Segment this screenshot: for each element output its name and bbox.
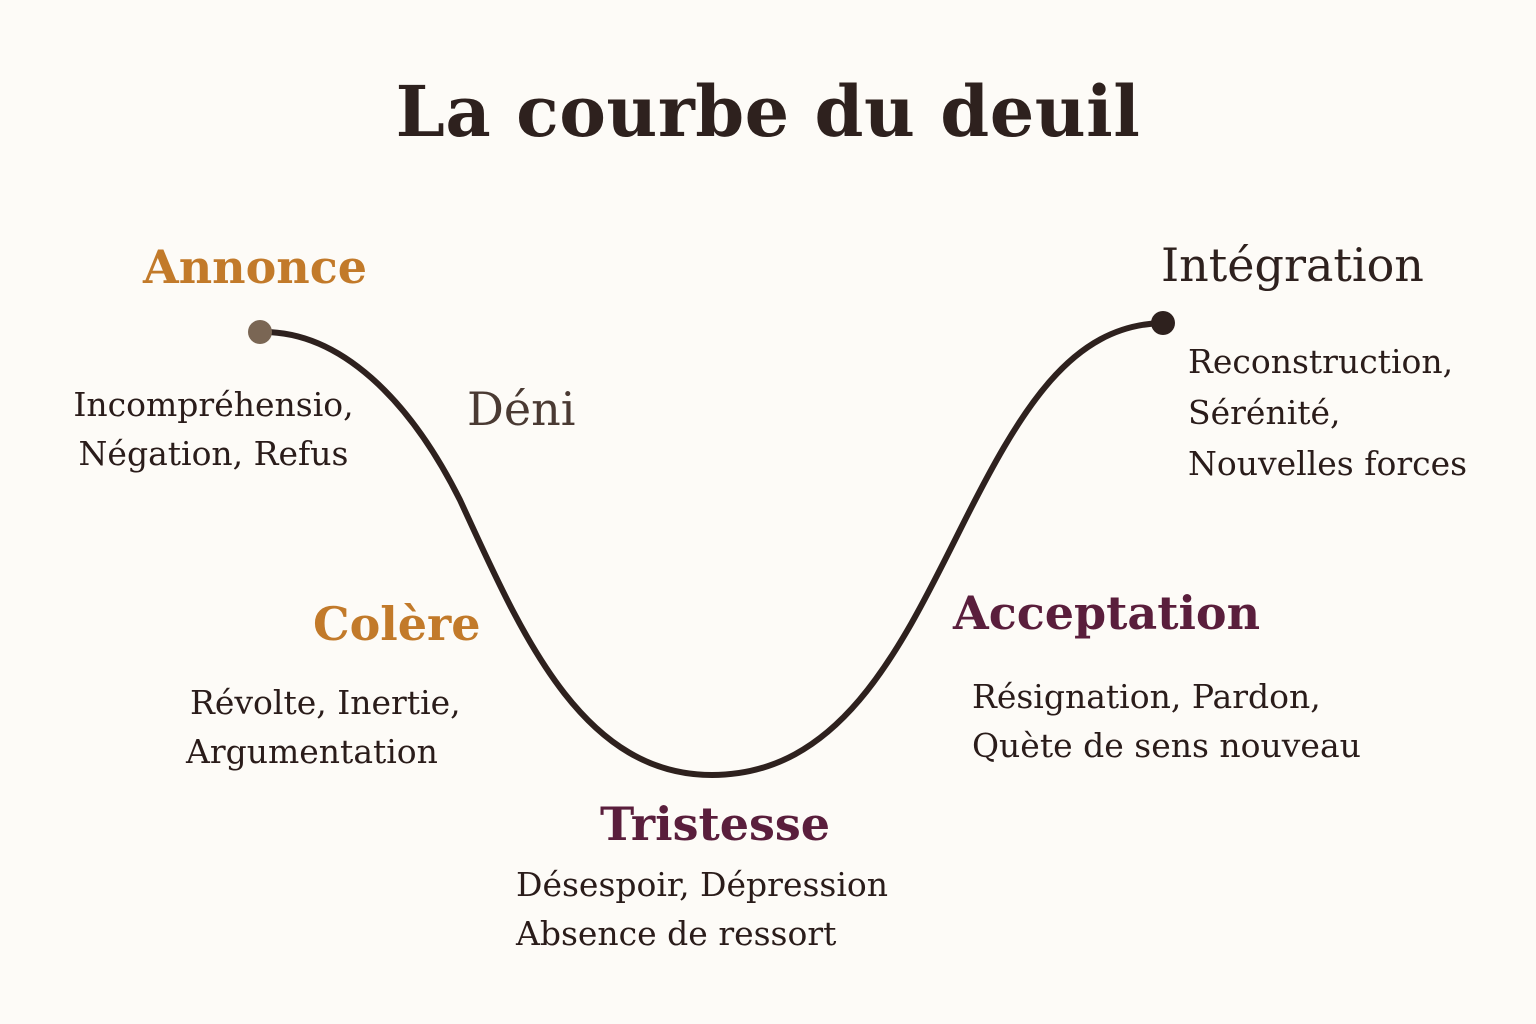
stage-colere-label: Colère bbox=[313, 597, 481, 651]
end-point-icon bbox=[1151, 311, 1175, 335]
desc-line: Résignation, Pardon, bbox=[972, 677, 1321, 716]
stage-integration-desc: Reconstruction, Sérénité, Nouvelles forc… bbox=[1188, 336, 1467, 489]
stage-annonce-desc: Incompréhensio, Négation, Refus bbox=[66, 380, 361, 478]
desc-line: Sérénité, bbox=[1188, 393, 1341, 432]
curve-line bbox=[257, 320, 1166, 779]
desc-line: Nouvelles forces bbox=[1188, 444, 1468, 483]
start-point-icon bbox=[248, 320, 272, 344]
stage-acceptation-desc: Résignation, Pardon, Quète de sens nouve… bbox=[972, 672, 1361, 770]
stage-tristesse-label: Tristesse bbox=[600, 797, 831, 851]
stage-colere-desc: Révolte, Inertie, Argumentation bbox=[186, 678, 461, 776]
stage-acceptation-label: Acceptation bbox=[953, 586, 1261, 640]
page-title: La courbe du deuil bbox=[395, 70, 1141, 153]
stage-tristesse-desc: Désespoir, Dépression Absence de ressort bbox=[516, 860, 888, 958]
desc-line: Absence de ressort bbox=[516, 914, 837, 953]
desc-line: Quète de sens nouveau bbox=[972, 726, 1361, 765]
stage-deni-label: Déni bbox=[467, 382, 576, 436]
stage-annonce-label: Annonce bbox=[143, 240, 367, 294]
desc-line: Argumentation bbox=[186, 732, 438, 771]
desc-line: Révolte, Inertie, bbox=[190, 683, 461, 722]
desc-line: Négation, Refus bbox=[78, 434, 349, 473]
desc-line: Incompréhensio, bbox=[73, 385, 354, 424]
stage-integration-label: Intégration bbox=[1161, 238, 1424, 292]
desc-line: Reconstruction, bbox=[1188, 342, 1454, 381]
desc-line: Désespoir, Dépression bbox=[516, 865, 889, 904]
